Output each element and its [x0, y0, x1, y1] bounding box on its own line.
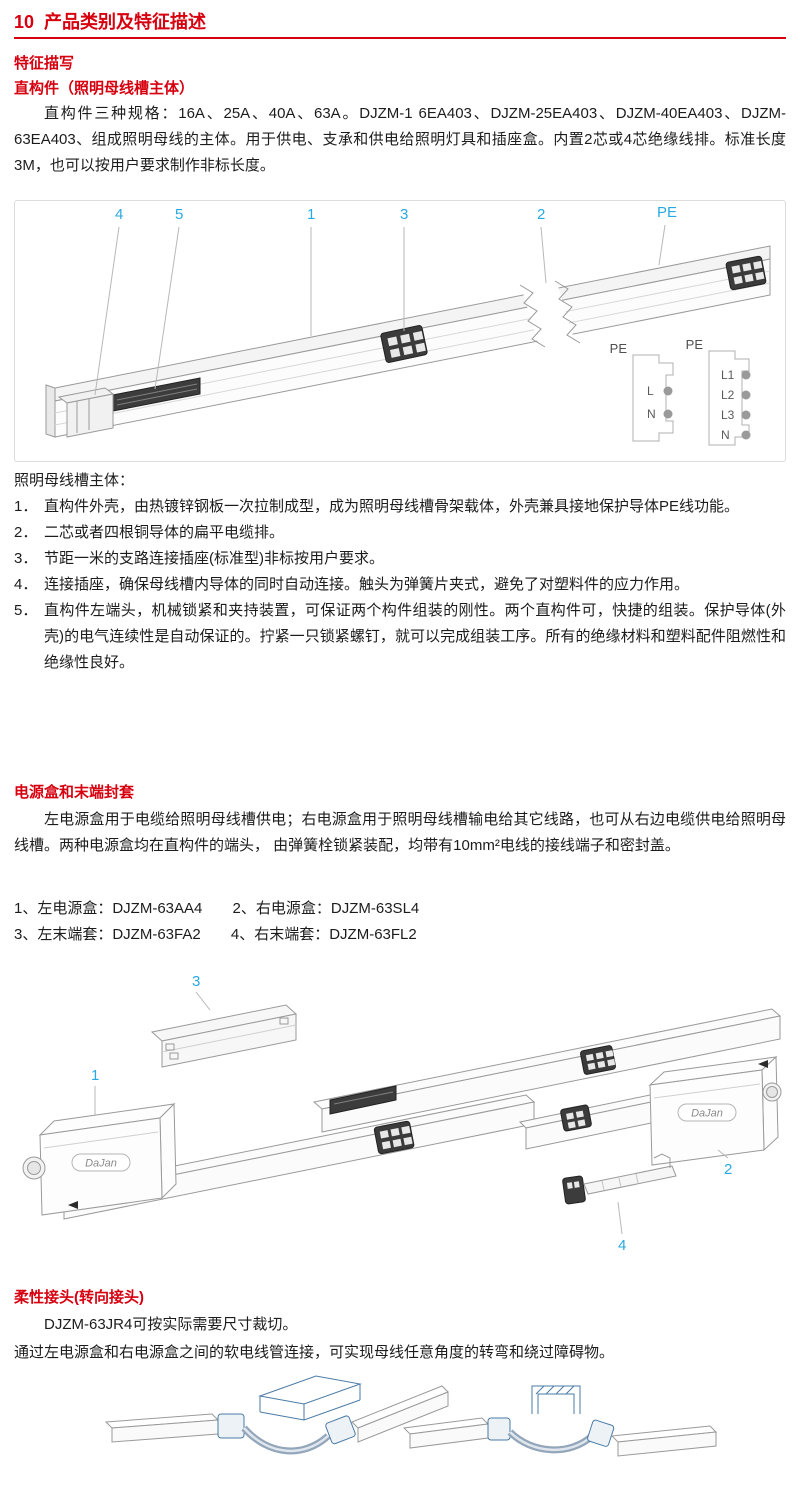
busway-structure-diagram-frame: 4 5 1 3 2 PE PE L N PE L1 L2 L3 N [14, 200, 786, 462]
pe-callout-label: PE [657, 204, 677, 221]
terminal-4wire-l1-dot [741, 370, 751, 380]
left-arrow-icon [68, 1201, 78, 1209]
terminal-2wire-l-label: L [647, 384, 654, 398]
flexible-joint-diagram-container [14, 1372, 786, 1500]
callout-end-cap: 3 [192, 973, 200, 990]
power-box-heading: 电源盒和末端封套 [14, 784, 135, 801]
flexible-joint-diagram [104, 1375, 718, 1457]
flexible-joint-line2: 通过左电源盒和右电源盒之间的软电线管连接，可实现母线任意角度的转弯和绕过障碍物。 [14, 1344, 615, 1361]
obstacle-bypass-illustration [402, 1385, 718, 1457]
rail-right-connector [560, 1104, 592, 1132]
list-item-number: 3． [14, 550, 38, 567]
main-body-list: 1． 直构件外壳，由热镀锌钢板一次拉制成型，成为照明母线槽骨架载体，外壳兼具接地… [14, 494, 786, 676]
right-power-box [648, 1055, 782, 1166]
feature-heading: 特征描写 [14, 55, 75, 72]
terminal-4wire: PE L1 L2 L3 N [686, 337, 751, 446]
section-number: 10 [14, 12, 35, 32]
left-end-cap [57, 387, 115, 438]
flex-end-connector [587, 1419, 615, 1447]
callout-leaders [94, 991, 729, 1235]
list-item: 4． 连接插座，确保母线槽内导体的同时自动连接。触头为弹簧片夹式，避免了对塑料件… [14, 572, 786, 598]
terminal-4wire-l3-dot [741, 410, 751, 420]
corner-turn-illustration [104, 1375, 449, 1455]
straight-part-heading: 直构件（照明母线槽主体） [14, 80, 195, 97]
callout-1: 1 [307, 206, 315, 223]
hanger-bracket [531, 1385, 581, 1414]
callout-2: 2 [537, 206, 545, 223]
right-box-brand-label: DaJan [691, 1108, 723, 1120]
model-right-power-box: 2、右电源盒：DJZM-63SL4 [232, 900, 420, 917]
terminal-4wire-l2-label: L2 [721, 388, 735, 402]
callout-5: 5 [175, 206, 183, 223]
terminal-4wire-n-label: N [721, 428, 730, 442]
model-list-row-1: 1、左电源盒：DJZM-63AA4 2、右电源盒：DJZM-63SL4 [14, 896, 786, 922]
terminal-2wire-n-label: N [647, 407, 656, 421]
power-box-diagram-container: DaJan DaJan 3 1 2 4 [14, 952, 786, 1274]
list-item-number: 1． [14, 498, 38, 515]
break-symbol [519, 280, 581, 349]
straight-intro-paragraph: 直构件三种规格：16A、25A、40A、63A。DJZM-1 6EA403、DJ… [14, 105, 786, 174]
flex-end-connector [325, 1415, 356, 1445]
list-item-number: 2． [14, 524, 38, 541]
busway-rail-upper [312, 1008, 782, 1133]
list-item-text: 直构件左端头，机械锁紧和夹持装置，可保证两个构件组装的刚性。两个直构件可，快捷的… [44, 602, 786, 671]
callout-left-box: 1 [91, 1067, 99, 1084]
model-left-power-box: 1、左电源盒：DJZM-63AA4 [14, 900, 203, 917]
callout-3: 3 [400, 206, 408, 223]
list-item-text: 连接插座，确保母线槽内导体的同时自动连接。触头为弹簧片夹式，避免了对塑料件的应力… [44, 576, 690, 593]
branch-socket-mid [380, 325, 428, 363]
right-arrow-icon [758, 1060, 768, 1068]
callout-4: 4 [115, 206, 123, 223]
terminal-2wire-l-dot [663, 386, 673, 396]
busway-structure-diagram: 4 5 1 3 2 PE PE L N PE L1 L2 L3 N [45, 204, 771, 446]
main-body-title: 照明母线槽主体： [14, 472, 135, 489]
rail-upper-conductors [329, 1085, 397, 1115]
page-title: 10 产品类别及特征描述 [14, 8, 786, 36]
flex-end-connector [217, 1413, 245, 1439]
list-item-number: 4． [14, 576, 38, 593]
list-item: 3． 节距一米的支路连接插座(标准型)非标按用户要求。 [14, 546, 786, 572]
model-left-end-cover: 3、左末端套：DJZM-63FA2 [14, 926, 201, 943]
flexible-joint-heading: 柔性接头(转向接头) [14, 1289, 144, 1306]
flex-end-connector [487, 1417, 511, 1441]
list-item: 2． 二芯或者四根铜导体的扁平电缆排。 [14, 520, 786, 546]
rail-lower-socket [373, 1120, 415, 1155]
model-list-row-2: 3、左末端套：DJZM-63FA2 4、右末端套：DJZM-63FL2 [14, 922, 786, 948]
power-box-paragraph: 左电源盒用于电缆给照明母线槽供电；右电源盒用于照明母线槽输电给其它线路，也可从右… [14, 811, 786, 854]
branch-socket-right [725, 255, 767, 291]
terminal-4wire-pe-label: PE [686, 337, 704, 352]
title-rule [14, 37, 786, 39]
rail-upper-socket [580, 1045, 616, 1075]
terminal-4wire-l2-dot [741, 390, 751, 400]
left-power-box [22, 1102, 177, 1216]
terminal-4wire-l3-label: L3 [721, 408, 735, 422]
flexible-joint-line1: DJZM-63JR4可按实际需要尺寸裁切。 [44, 1316, 298, 1333]
list-item-text: 直构件外壳，由热镀锌钢板一次拉制成型，成为照明母线槽骨架载体，外壳兼具接地保护导… [44, 498, 740, 515]
conductor-strip [112, 377, 201, 412]
list-item-text: 二芯或者四根铜导体的扁平电缆排。 [44, 524, 285, 541]
left-box-brand-label: DaJan [85, 1158, 117, 1170]
section-title-text: 产品类别及特征描述 [44, 12, 207, 32]
terminal-4wire-l1-label: L1 [721, 368, 735, 382]
callout-leaders [94, 224, 666, 396]
callout-right-box: 2 [724, 1161, 732, 1178]
callout-flex: 4 [618, 1237, 626, 1254]
list-item: 5． 直构件左端头，机械锁紧和夹持装置，可保证两个构件组装的刚性。两个直构件可，… [14, 598, 786, 676]
terminal-2wire-pe-label: PE [610, 341, 628, 356]
model-right-end-cover: 4、右末端套：DJZM-63FL2 [230, 926, 417, 943]
end-cover-piece [150, 1004, 298, 1068]
power-box-diagram: DaJan DaJan 3 1 2 4 [22, 973, 782, 1254]
list-item: 1． 直构件外壳，由热镀锌钢板一次拉制成型，成为照明母线槽骨架载体，外壳兼具接地… [14, 494, 786, 520]
list-item-text: 节距一米的支路连接插座(标准型)非标按用户要求。 [44, 550, 384, 567]
terminal-2wire: PE L N [610, 341, 674, 442]
terminal-2wire-n-dot [663, 409, 673, 419]
flex-connector-piece [562, 1153, 677, 1205]
list-item-number: 5． [14, 602, 38, 619]
terminal-4wire-n-dot [741, 430, 751, 440]
